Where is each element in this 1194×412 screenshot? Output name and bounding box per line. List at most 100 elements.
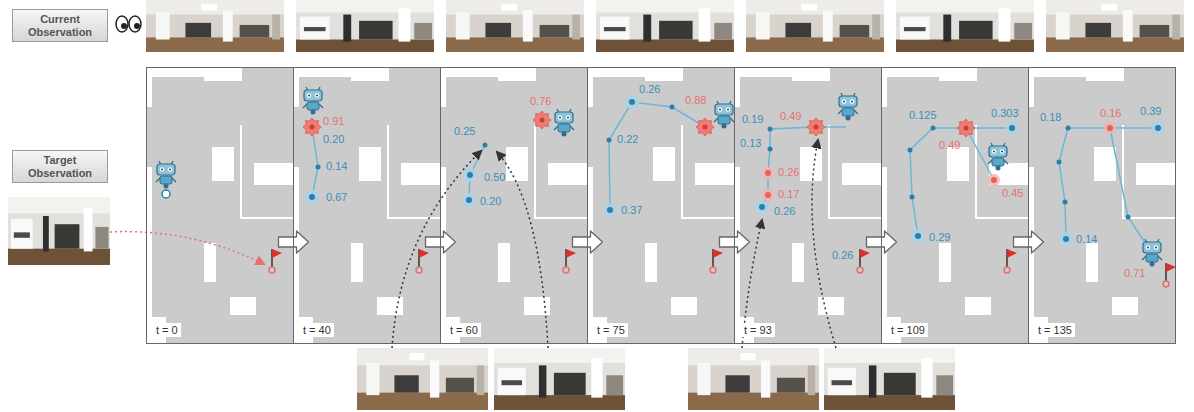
node-halo	[625, 95, 639, 109]
current-node-core	[814, 125, 819, 130]
goal-flag	[1004, 249, 1017, 273]
node-value: 0.18	[1040, 111, 1061, 124]
goal-flag	[857, 249, 870, 273]
node-halo	[911, 229, 925, 243]
observation-label: Target Observation	[12, 150, 108, 183]
graph-node	[1066, 126, 1071, 131]
graph-node	[607, 138, 612, 143]
box-title: Current Observation	[28, 13, 92, 38]
current-node-core	[964, 126, 969, 131]
graph-edge	[762, 127, 846, 207]
node-halo	[762, 189, 774, 201]
node-value: 0.45	[1002, 187, 1023, 200]
node-value: 0.76	[530, 95, 551, 108]
graph-node	[1063, 236, 1069, 242]
graph-node	[309, 194, 315, 200]
robot-icon	[988, 143, 1008, 171]
current-node-core	[703, 125, 708, 130]
node-halo	[1151, 121, 1165, 135]
time-step: t = 109	[888, 323, 928, 337]
current-node-marker	[533, 111, 551, 129]
graph-node	[931, 126, 936, 131]
node-value: 0.39	[1140, 105, 1161, 118]
node-value: 0.125	[909, 109, 937, 122]
graph-node	[991, 177, 997, 183]
current-observation-strip	[146, 0, 1184, 52]
graph-node	[670, 105, 675, 110]
graph-node	[768, 127, 773, 132]
node-value: 0.14	[1076, 233, 1097, 246]
panel-graph	[755, 93, 870, 273]
robot-icon	[1142, 239, 1162, 267]
graph-node	[1057, 160, 1062, 165]
node-value: 0.16	[1100, 107, 1121, 120]
graph-edge	[609, 102, 705, 210]
robot-icon	[156, 161, 176, 189]
node-value: 0.49	[780, 110, 801, 123]
graph-node	[915, 233, 921, 239]
node-value: 0.91	[323, 115, 344, 128]
time-step: t = 60	[447, 323, 481, 337]
node-value: 0.49	[939, 139, 960, 152]
node-halo	[755, 200, 769, 214]
node-halo	[1005, 121, 1019, 135]
current-node-marker	[303, 118, 321, 136]
observation-label: Current Observation	[12, 9, 108, 42]
graph-edge	[1110, 128, 1148, 247]
current-node-marker	[696, 118, 714, 136]
node-halo	[1104, 122, 1116, 134]
panel-graph	[603, 95, 734, 273]
robot-icon	[714, 101, 734, 129]
time-step: t = 0	[153, 323, 181, 337]
graph-node	[765, 192, 771, 198]
node-value: 0.25	[454, 125, 475, 138]
node-value: 0.71	[1124, 267, 1145, 280]
map-panel: t = 75	[587, 67, 735, 344]
graph-edge	[312, 127, 318, 197]
graph-node	[467, 172, 473, 178]
box-title: Target Observation	[28, 154, 92, 179]
node-value: 0.19	[742, 113, 763, 126]
graph-node	[1155, 125, 1161, 131]
target-pointer	[110, 232, 264, 264]
robot-icon	[303, 87, 323, 115]
node-value: 0.20	[480, 195, 501, 208]
panel-graph	[303, 87, 429, 273]
panel-graph	[156, 161, 282, 273]
goal-flag	[710, 249, 723, 273]
current-node-core	[540, 118, 545, 123]
time-step: t = 135	[1035, 323, 1075, 337]
graph-node	[765, 170, 771, 176]
node-value: 0.37	[621, 204, 642, 217]
graph-node	[466, 197, 472, 203]
graph-node	[759, 204, 765, 210]
node-value: 0.13	[740, 137, 761, 150]
node-halo	[305, 190, 319, 204]
robot-icon	[838, 93, 858, 121]
node-halo	[988, 174, 1000, 186]
graph-node	[910, 195, 915, 200]
graph-node	[483, 143, 488, 148]
current-node-marker	[957, 119, 975, 137]
node-value: 0.88	[685, 94, 706, 107]
node-halo	[463, 168, 477, 182]
node-halo	[762, 167, 774, 179]
node-halo	[1059, 232, 1073, 246]
node-value: 0.17	[778, 188, 799, 201]
graph-edge	[910, 128, 1012, 236]
graph-node	[1063, 200, 1068, 205]
current-node-marker	[807, 118, 825, 136]
goal-flag	[1163, 263, 1176, 287]
current-node-core	[310, 125, 315, 130]
node-value: 0.29	[929, 231, 950, 244]
memory-thumbnails	[357, 348, 955, 410]
target-image	[8, 197, 110, 265]
graph-node	[1009, 125, 1015, 131]
map-panel: t = 0	[146, 67, 294, 344]
time-step: t = 93	[741, 323, 775, 337]
node-value: 0.26	[778, 166, 799, 179]
node-value: 0.67	[326, 191, 347, 204]
floor-maps	[146, 67, 1176, 344]
time-step: t = 40	[300, 323, 334, 337]
